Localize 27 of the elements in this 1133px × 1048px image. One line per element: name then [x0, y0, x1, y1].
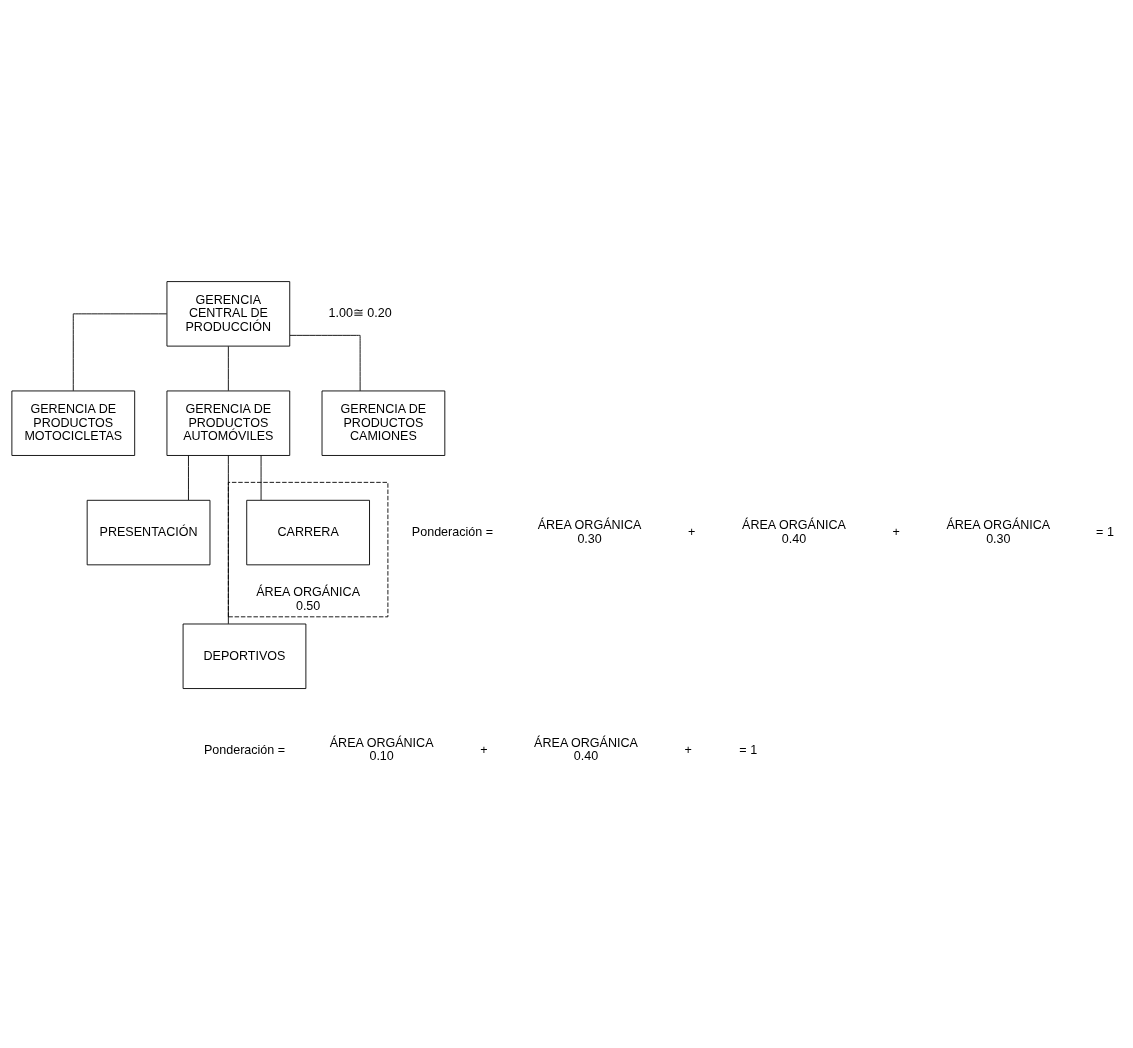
label: +	[684, 742, 692, 757]
connector	[188, 454, 189, 500]
label: ÁREA ORGÁNICA 0.40	[742, 517, 846, 546]
node-box: PRESENTACIÓN	[86, 499, 211, 565]
node-box: CARRERA	[246, 499, 370, 565]
label: Ponderación =	[411, 524, 494, 539]
label: Ponderación =	[203, 742, 286, 757]
label: +	[688, 524, 696, 539]
label: = 1	[739, 742, 758, 757]
label: +	[480, 742, 488, 757]
label: ÁREA ORGÁNICA 0.30	[946, 517, 1051, 546]
node-box: GERENCIA DE PRODUCTOS CAMIONES	[321, 390, 446, 456]
label: ÁREA ORGÁNICA 0.30	[537, 517, 642, 546]
node-box: GERENCIA DE PRODUCTOS MOTOCICLETAS	[11, 390, 136, 456]
node-box: GERENCIA CENTRAL DE PRODUCCIÓN	[166, 280, 291, 347]
label: +	[892, 524, 900, 539]
connector	[289, 334, 361, 391]
node-box: DEPORTIVOS	[182, 623, 307, 689]
connector	[227, 345, 229, 391]
label: ÁREA ORGÁNICA 0.10	[329, 735, 434, 763]
label: ÁREA ORGÁNICA 0.40	[534, 735, 638, 763]
label: = 1	[1096, 524, 1114, 539]
connector	[260, 454, 262, 500]
label: 1.00≅ 0.20	[328, 305, 392, 320]
connector	[72, 312, 168, 391]
node-box: GERENCIA DE PRODUCTOS AUTOMÓVILES	[166, 390, 291, 456]
connector	[227, 454, 229, 624]
